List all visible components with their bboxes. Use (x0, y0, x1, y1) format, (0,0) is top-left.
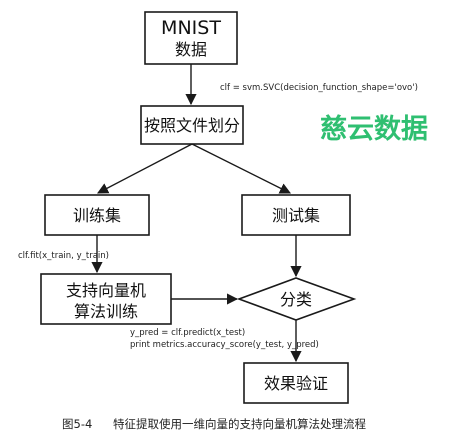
svm-node-line1: 支持向量机 (66, 281, 146, 300)
mnist-data-node: MNIST 数据 (144, 11, 238, 65)
accuracy-annotation: print metrics.accuracy_score(y_test, y_p… (130, 340, 319, 350)
clf-fit-annotation: clf.fit(x_train, y_train) (18, 251, 109, 261)
mnist-node-title: MNIST (161, 17, 221, 39)
verify-node: 效果验证 (243, 362, 349, 404)
svm-node-line2: 算法训练 (74, 302, 138, 321)
classify-node: 分类 (236, 277, 357, 321)
arrow-split-to-train (97, 143, 193, 194)
test-set-node: 测试集 (241, 194, 351, 236)
test-set-label: 测试集 (272, 206, 320, 225)
split-node-label: 按照文件划分 (144, 116, 240, 135)
clf-init-annotation: clf = svm.SVC(decision_function_shape='o… (220, 83, 418, 93)
svm-training-node: 支持向量机 算法训练 (40, 273, 172, 325)
arrow-split-to-test (191, 143, 292, 194)
mnist-node-subtitle: 数据 (175, 40, 207, 59)
train-set-label: 训练集 (73, 206, 121, 225)
watermark-text: 慈云数据 (320, 113, 428, 145)
figure-number: 图5-4 (62, 417, 92, 431)
figure-caption: 特征提取使用一维向量的支持向量机算法处理流程 (113, 417, 366, 431)
y-pred-annotation: y_pred = clf.predict(x_test) (130, 328, 245, 338)
split-node: 按照文件划分 (140, 105, 244, 145)
train-set-node: 训练集 (44, 194, 150, 236)
classify-node-label: 分类 (280, 290, 312, 309)
verify-node-label: 效果验证 (264, 374, 328, 393)
